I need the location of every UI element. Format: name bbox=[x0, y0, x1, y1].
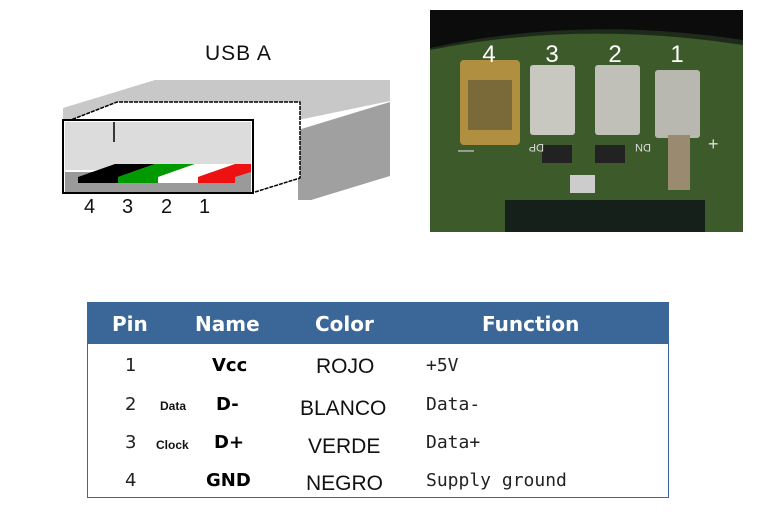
pin-label-4: 4 bbox=[84, 196, 96, 218]
pad-label-1: 1 bbox=[670, 41, 683, 68]
cell-name: GND bbox=[206, 470, 251, 491]
cell-function: Data- bbox=[426, 394, 481, 415]
pin-label-3: 3 bbox=[122, 196, 134, 218]
cell-function: Supply ground bbox=[426, 470, 567, 491]
pad-label-4: 4 bbox=[482, 41, 495, 68]
header-color: Color bbox=[315, 312, 374, 336]
silkscreen-dp: DP bbox=[529, 141, 544, 153]
usb-a-connector-drawing bbox=[62, 80, 390, 200]
pad-label-2: 2 bbox=[608, 41, 621, 68]
wire-green-pin3 bbox=[118, 164, 195, 177]
cell-color: BLANCO bbox=[300, 397, 387, 420]
cell-color: NEGRO bbox=[306, 472, 384, 495]
table-row: 2 Data D- BLANCO Data- bbox=[88, 394, 668, 424]
wire-red-pin1 bbox=[198, 164, 251, 177]
pinout-table: Pin Name Color Function 1 Vcc ROJO +5V 2… bbox=[87, 302, 669, 498]
cell-color: ROJO bbox=[316, 355, 375, 378]
cell-pin: 3 bbox=[125, 432, 137, 453]
pad-2 bbox=[595, 65, 640, 135]
pcb-photo: 4 3 2 1 DP DN — + bbox=[430, 10, 743, 232]
pin-label-2: 2 bbox=[161, 196, 173, 218]
pin-label-1: 1 bbox=[199, 196, 211, 218]
pad-label-3: 3 bbox=[545, 41, 558, 68]
cell-function: Data+ bbox=[426, 432, 481, 453]
table-row: 4 GND NEGRO Supply ground bbox=[88, 470, 668, 500]
cell-note: Data bbox=[160, 399, 187, 413]
pad-3 bbox=[530, 65, 575, 135]
cell-pin: 1 bbox=[125, 355, 137, 376]
header-name: Name bbox=[195, 312, 260, 336]
silkscreen-minus: — bbox=[458, 142, 474, 159]
table-header: Pin Name Color Function bbox=[88, 303, 668, 344]
connector-side bbox=[298, 102, 390, 200]
cell-name: D+ bbox=[214, 432, 245, 453]
cell-pin: 4 bbox=[125, 470, 137, 491]
silkscreen-plus: + bbox=[708, 134, 719, 154]
table-row: 1 Vcc ROJO +5V bbox=[88, 355, 668, 385]
wire-black-pin4 bbox=[78, 164, 155, 177]
capacitor bbox=[668, 135, 690, 190]
silkscreen-dn: DN bbox=[635, 141, 651, 153]
usb-a-title: USB A bbox=[205, 42, 272, 65]
cell-name: D- bbox=[216, 394, 239, 415]
cell-function: +5V bbox=[426, 355, 459, 376]
cell-note: Clock bbox=[156, 438, 189, 452]
pad-1 bbox=[655, 70, 700, 138]
wire-white-pin2 bbox=[158, 164, 235, 177]
header-function: Function bbox=[482, 312, 580, 336]
header-pin: Pin bbox=[112, 312, 148, 336]
cell-color: VERDE bbox=[308, 435, 381, 458]
cell-pin: 2 bbox=[125, 394, 137, 415]
table-row: 3 Clock D+ VERDE Data+ bbox=[88, 432, 668, 462]
cell-name: Vcc bbox=[212, 355, 248, 376]
